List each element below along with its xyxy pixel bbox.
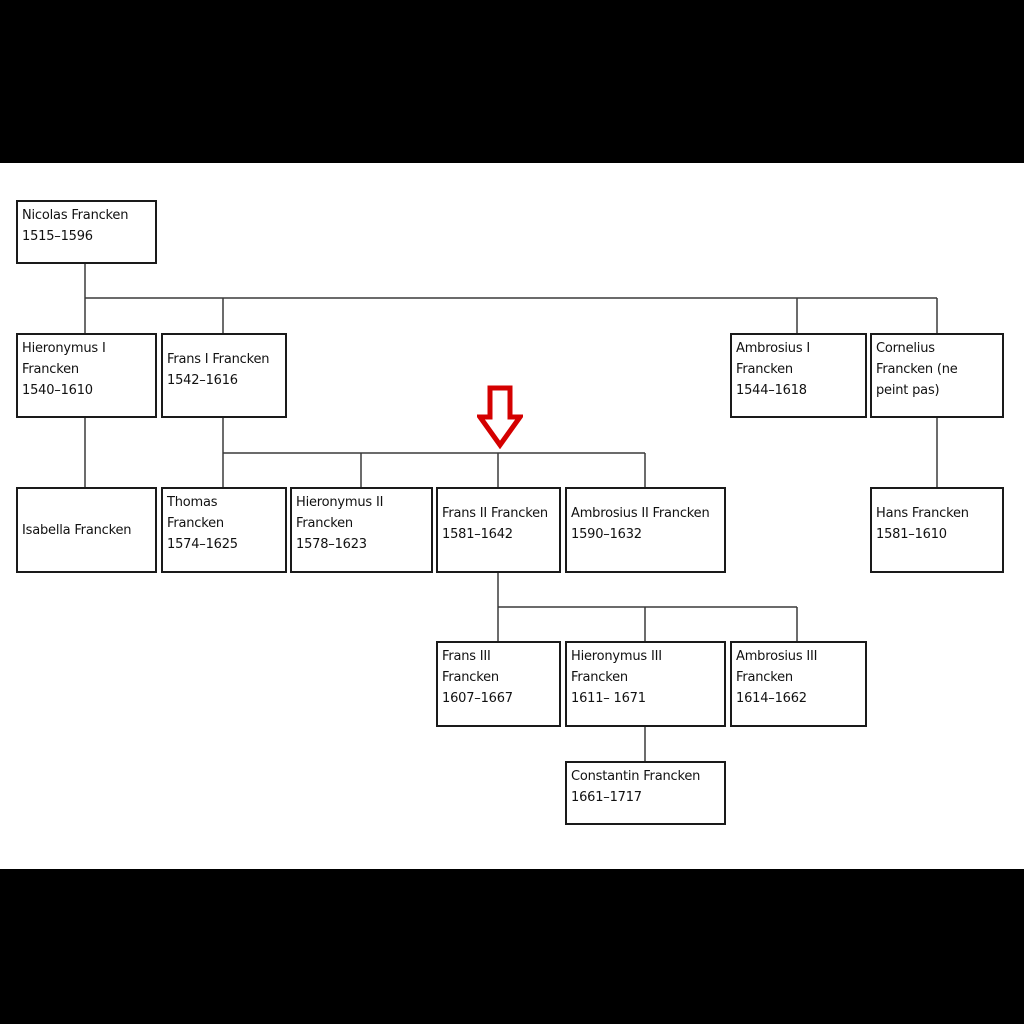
person-years: 1578–1623: [296, 537, 367, 552]
person-name: Constantin Francken: [571, 769, 701, 784]
person-name: Hieronymus II Francken: [296, 495, 384, 531]
person-years: 1581–1610: [876, 527, 947, 542]
person-years: 1544–1618: [736, 383, 807, 398]
person-years: 1611– 1671: [571, 691, 646, 706]
node-ambrosius-ii-francken: Ambrosius II Francken 1590–1632: [565, 487, 726, 573]
node-frans-iii-francken: Frans III Francken 1607–1667: [436, 641, 561, 727]
node-constantin-francken: Constantin Francken 1661–1717: [565, 761, 726, 825]
person-years: 1515–1596: [22, 229, 93, 244]
person-name: Hans Francken: [876, 506, 969, 521]
person-name: Ambrosius III Francken: [736, 649, 818, 685]
person-name: Thomas Francken: [167, 495, 224, 531]
person-years: 1661–1717: [571, 790, 642, 805]
node-hieronymus-iii-francken: Hieronymus III Francken 1611– 1671: [565, 641, 726, 727]
person-years: 1542–1616: [167, 373, 238, 388]
person-name: Isabella Francken: [22, 522, 132, 538]
person-years: 1540–1610: [22, 383, 93, 398]
node-cornelius-francken: Cornelius Francken (ne peint pas): [870, 333, 1004, 418]
person-name: Hieronymus III Francken: [571, 649, 662, 685]
person-name: Ambrosius I Francken: [736, 341, 810, 377]
node-isabella-francken: Isabella Francken: [16, 487, 157, 573]
person-name: Ambrosius II Francken: [571, 506, 710, 521]
person-name: Cornelius Francken (ne peint pas): [876, 341, 958, 398]
person-name: Frans II Francken: [442, 506, 548, 521]
node-frans-ii-francken: Frans II Francken 1581–1642: [436, 487, 561, 573]
person-name: Hieronymus I Francken: [22, 341, 106, 377]
person-name: Nicolas Francken: [22, 208, 129, 223]
node-thomas-francken: Thomas Francken 1574–1625: [161, 487, 287, 573]
person-years: 1614–1662: [736, 691, 807, 706]
person-name: Frans I Francken: [167, 352, 270, 367]
person-years: 1590–1632: [571, 527, 642, 542]
node-ambrosius-iii-francken: Ambrosius III Francken 1614–1662: [730, 641, 867, 727]
node-hieronymus-ii-francken: Hieronymus II Francken 1578–1623: [290, 487, 433, 573]
node-hans-francken: Hans Francken 1581–1610: [870, 487, 1004, 573]
node-ambrosius-i-francken: Ambrosius I Francken 1544–1618: [730, 333, 867, 418]
person-years: 1581–1642: [442, 527, 513, 542]
person-name: Frans III Francken: [442, 649, 499, 685]
node-hieronymus-i-francken: Hieronymus I Francken 1540–1610: [16, 333, 157, 418]
person-years: 1607–1667: [442, 691, 513, 706]
arrow-down-icon: [477, 385, 523, 449]
node-frans-i-francken: Frans I Francken 1542–1616: [161, 333, 287, 418]
node-nicolas-francken: Nicolas Francken 1515–1596: [16, 200, 157, 264]
person-years: 1574–1625: [167, 537, 238, 552]
